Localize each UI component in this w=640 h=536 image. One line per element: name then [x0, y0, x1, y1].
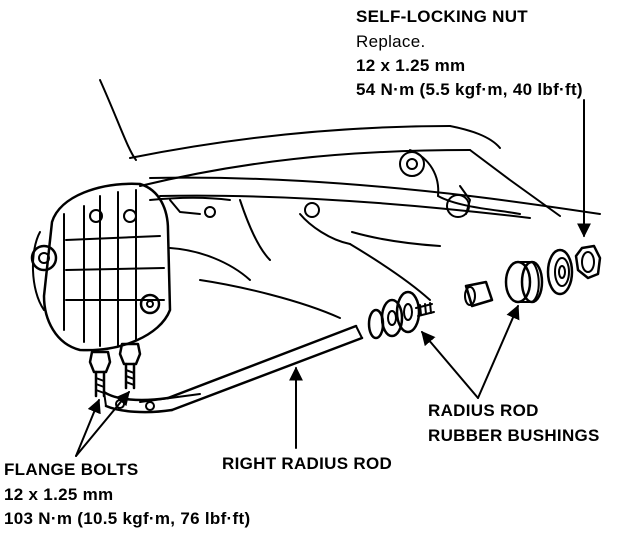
leader-lines [75, 99, 591, 457]
rod-end-assembly [367, 290, 435, 340]
flange-bolts-title: FLANGE BOLTS [4, 460, 139, 479]
self-locking-nut-title: SELF-LOCKING NUT [356, 7, 528, 26]
right-radius-rod [102, 324, 364, 414]
washer [546, 248, 574, 296]
radius-rod-bushings-label-line1: RADIUS ROD [428, 401, 539, 420]
radius-rod-bushings-label-line2: RUBBER BUSHINGS [428, 426, 600, 445]
flange-bolts-size: 12 x 1.25 mm [4, 485, 114, 504]
flange-bolts-torque: 103 N·m (10.5 kgf·m, 76 lbf·ft) [4, 509, 251, 528]
flange-bolt-left [88, 350, 112, 398]
body-subframe-outline [99, 79, 601, 319]
self-locking-nut-note: Replace. [356, 32, 426, 51]
bushing-sleeve [464, 280, 494, 308]
rubber-bushing-inner [504, 260, 544, 304]
self-locking-nut-size: 12 x 1.25 mm [356, 56, 466, 75]
self-locking-nut-torque: 54 N·m (5.5 kgf·m, 40 lbf·ft) [356, 80, 583, 99]
right-radius-rod-label: RIGHT RADIUS ROD [222, 454, 393, 473]
flange-bolt-right [118, 342, 142, 390]
transmission-housing [30, 182, 231, 352]
self-locking-nut [574, 244, 602, 280]
